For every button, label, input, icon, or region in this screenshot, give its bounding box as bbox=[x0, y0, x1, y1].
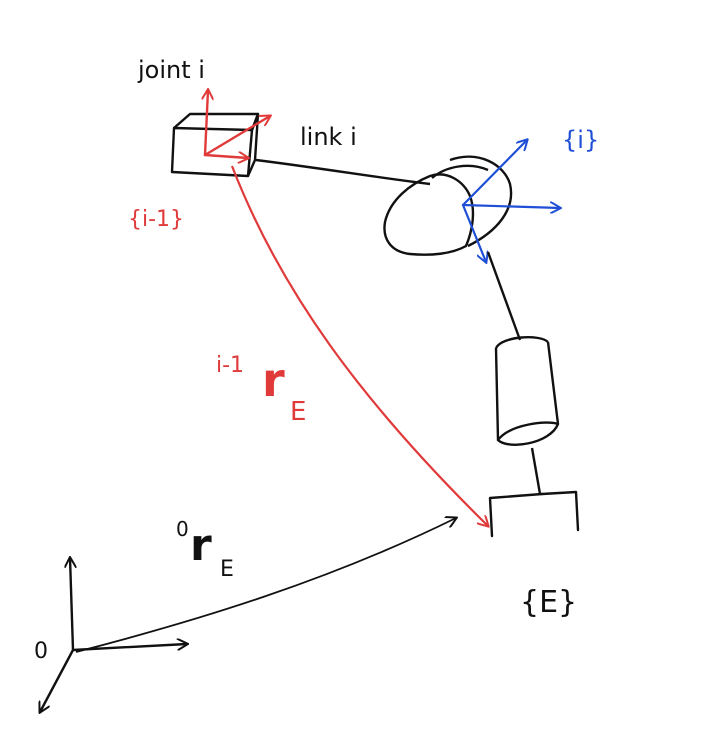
joint-i-block bbox=[170, 112, 260, 178]
link-i-label: link i bbox=[300, 123, 357, 151]
world-vector-symbol: r bbox=[190, 520, 212, 571]
local-position-label: i-1 r E bbox=[216, 353, 306, 427]
world-vector-subscript: E bbox=[220, 557, 234, 582]
joint-i-cap-edge bbox=[431, 164, 489, 179]
frame-i-minus-1-axes bbox=[205, 90, 270, 158]
joint-i-outline bbox=[383, 173, 475, 256]
world-position-vector bbox=[75, 518, 456, 653]
frame-i-z-axis bbox=[461, 203, 486, 262]
wrist-line bbox=[530, 447, 542, 495]
cylinder-bottom bbox=[497, 421, 559, 441]
local-vector-prefix: i-1 bbox=[216, 353, 244, 378]
gripper-left-finger bbox=[488, 492, 544, 538]
frame-i-axes bbox=[461, 140, 560, 262]
world-frame bbox=[40, 558, 187, 712]
frame-i-minus-1-label: {i-1} bbox=[128, 207, 184, 232]
joint-i-cap bbox=[449, 155, 513, 248]
world-vector-prefix: 0 bbox=[176, 517, 189, 541]
joint-box-side bbox=[246, 112, 260, 177]
frame-i-y-axis bbox=[461, 140, 527, 207]
frame-i-x-axis bbox=[461, 205, 560, 208]
frame-i-label: {i} bbox=[562, 126, 599, 154]
local-position-vector bbox=[230, 165, 488, 526]
frame-i-minus-1-z-axis bbox=[205, 90, 208, 157]
frame-i-minus-1-x-axis bbox=[203, 155, 248, 158]
link-i-plus-1-line bbox=[486, 251, 522, 341]
local-vector-subscript: E bbox=[290, 397, 306, 427]
cylinder-link bbox=[494, 336, 560, 446]
world-z-axis bbox=[40, 648, 75, 712]
world-y-axis bbox=[70, 558, 73, 652]
cylinder-top bbox=[494, 336, 549, 349]
local-vector-symbol: r bbox=[262, 353, 285, 407]
frame-e-label: {E} bbox=[520, 585, 577, 620]
joint-i-body bbox=[383, 155, 513, 256]
link-i-line bbox=[255, 158, 431, 186]
world-position-label: 0 r E bbox=[176, 517, 234, 582]
end-effector-gripper bbox=[488, 490, 580, 538]
gripper-right-finger bbox=[540, 490, 580, 532]
joint-i-label: joint i bbox=[137, 56, 205, 84]
origin-label: 0 bbox=[34, 639, 48, 664]
frame-i-minus-1-y-axis bbox=[203, 116, 270, 157]
cylinder-body bbox=[494, 341, 560, 446]
world-x-axis bbox=[71, 644, 187, 652]
